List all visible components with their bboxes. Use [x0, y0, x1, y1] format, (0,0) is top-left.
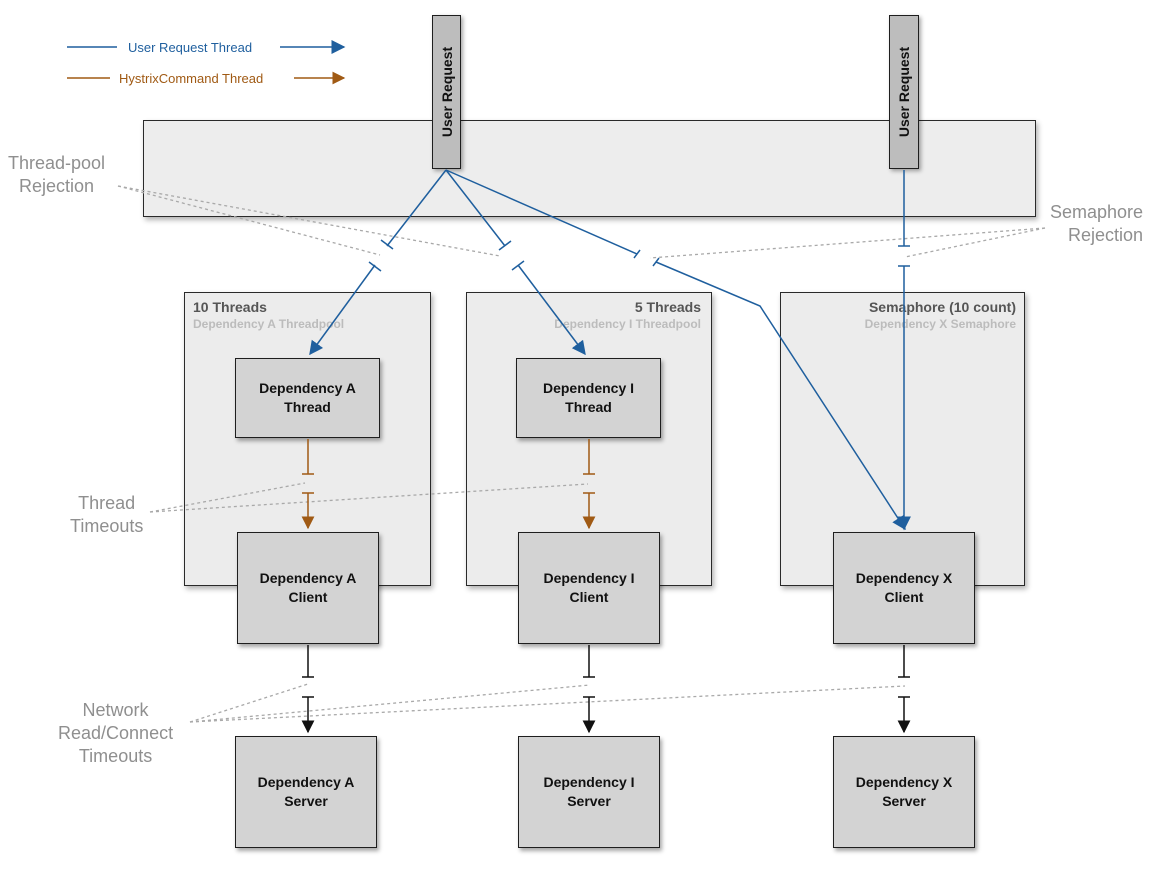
- threadpool-rejection-text: Thread-pool Rejection: [8, 153, 106, 196]
- flow-to-i-lower: [517, 264, 586, 356]
- thread-timeouts-pointers: [149, 482, 589, 513]
- dependency-i-thread: Dependency I Thread: [516, 358, 661, 438]
- network-timeouts-text: Network Read/Connect Timeouts: [58, 700, 174, 766]
- legend-hystrix-thread-label: HystrixCommand Thread: [119, 71, 264, 86]
- dependency-a-thread: Dependency A Thread: [235, 358, 380, 438]
- pool-a-title: 10 Threads: [193, 299, 267, 315]
- pool-a-subtitle: Dependency A Threadpool: [193, 317, 345, 331]
- dependency-a-client: Dependency A Client: [237, 532, 379, 644]
- network-timeouts-callout: Network Read/Connect Timeouts: [58, 699, 173, 768]
- pool-i-subtitle: Dependency I Threadpool: [554, 317, 701, 331]
- semaphore-rejection-text: Semaphore Rejection: [1050, 202, 1144, 245]
- thread-timeouts-callout: Thread Timeouts: [70, 492, 143, 538]
- semaphore-rejection-callout: Semaphore Rejection: [1050, 201, 1143, 247]
- flow-to-a-upper: [386, 169, 447, 247]
- request-band: [143, 120, 1036, 217]
- network-flows: [301, 645, 911, 734]
- flow-to-i-upper: [445, 169, 506, 247]
- dependency-a-server: Dependency A Server: [235, 736, 377, 848]
- user-request-bar-2: User Request: [889, 15, 919, 169]
- hystrix-thread-flows: [301, 439, 596, 530]
- pool-i-title: 5 Threads: [634, 299, 701, 315]
- user-request-bar-1: User Request: [432, 15, 461, 169]
- flow-to-x-lower: [655, 261, 906, 531]
- flow-to-x-upper: [445, 169, 638, 255]
- dependency-i-server: Dependency I Server: [518, 736, 660, 848]
- pool-x-subtitle: Dependency X Semaphore: [864, 317, 1016, 331]
- flow-to-a-lower: [309, 264, 376, 356]
- threadpool-rejection-callout: Thread-pool Rejection: [8, 152, 105, 198]
- pool-x-title: Semaphore (10 count): [868, 299, 1016, 315]
- threadpool-rejection-pointers: [117, 185, 501, 257]
- thread-timeouts-text: Thread Timeouts: [70, 493, 144, 536]
- network-timeouts-pointers: [189, 683, 906, 723]
- dependency-x-server: Dependency X Server: [833, 736, 975, 848]
- dependency-x-client: Dependency X Client: [833, 532, 975, 644]
- legend-user-thread-label: User Request Thread: [128, 40, 253, 55]
- user-request-flows: [309, 169, 911, 531]
- semaphore-rejection-pointers: [649, 227, 1046, 259]
- dependency-i-client: Dependency I Client: [518, 532, 660, 644]
